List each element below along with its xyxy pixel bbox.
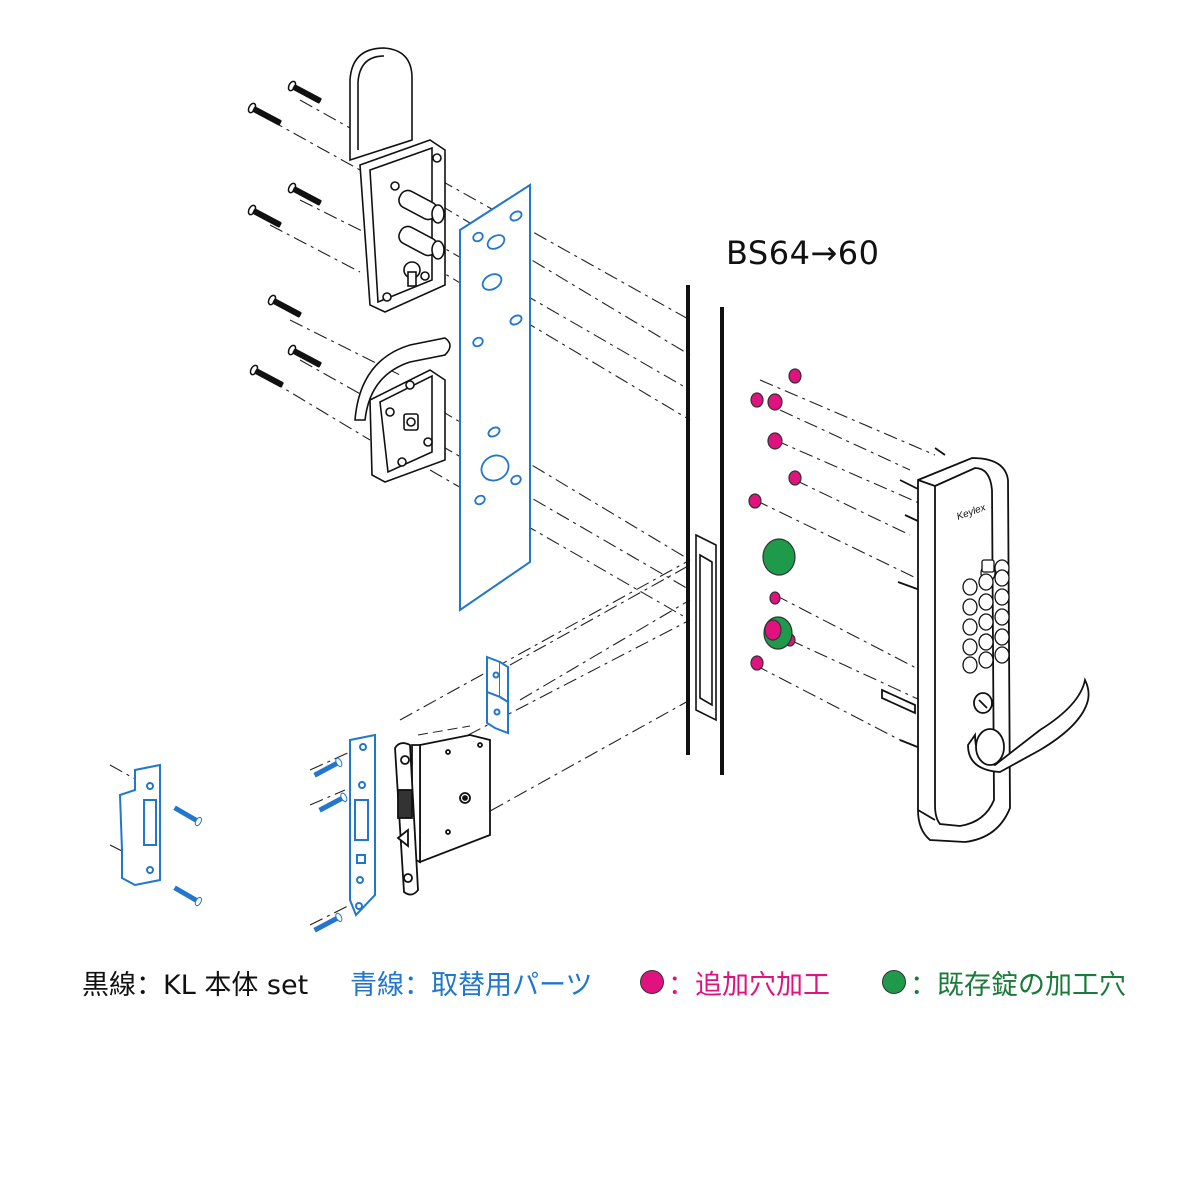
screw-icon <box>173 805 203 827</box>
mortise-lock-body <box>394 734 491 896</box>
keypad-buttons <box>962 559 1010 674</box>
screw-icon <box>173 885 203 907</box>
screw-icon <box>287 182 322 206</box>
screw-icon <box>313 757 343 778</box>
screw-icon <box>313 912 343 933</box>
screw-icon <box>267 294 302 318</box>
screw-icon <box>247 204 282 228</box>
door-frame-dashes <box>417 725 471 736</box>
existing-holes <box>762 538 796 650</box>
screw-icon <box>287 344 322 368</box>
faceplate-mortise-cutout <box>695 533 717 722</box>
legend-magenta-hole: ：追加穴加工 <box>640 962 830 1002</box>
legend-blue-line: 青線：取替用パーツ <box>350 962 592 1002</box>
screw-icon <box>247 102 282 126</box>
replacement-strike-plate <box>118 763 161 887</box>
legend-green-text: ：既存錠の加工穴 <box>910 969 1126 1001</box>
replacement-faceplate <box>349 733 376 917</box>
thumbturn-escutcheon <box>349 47 446 313</box>
legend-blue-text: 青線：取替用パーツ <box>350 969 593 1001</box>
door-section <box>686 285 724 775</box>
guide-lines <box>109 99 936 926</box>
inner-escutcheon <box>354 337 451 483</box>
backset-label: BS64→60 <box>726 234 880 272</box>
replacement-backplate <box>459 183 531 612</box>
legend-black-line: 黒線：KL 本体 set <box>82 962 308 1002</box>
screws-blue <box>173 757 348 933</box>
green-circle-icon <box>882 970 906 994</box>
screw-icon <box>287 80 322 104</box>
legend-green-hole: ：既存錠の加工穴 <box>882 962 1126 1002</box>
screw-icon <box>318 792 348 813</box>
additional-holes <box>748 368 802 671</box>
screw-icon <box>249 364 284 388</box>
keypad-lock-unit: Keylex <box>881 447 1090 843</box>
legend-magenta-text: ：追加穴加工 <box>668 969 830 1001</box>
replacement-spacer <box>486 655 509 735</box>
screws-black <box>247 80 322 388</box>
legend-black-text: 黒線：KL 本体 set <box>82 969 309 1001</box>
magenta-circle-icon <box>640 970 664 994</box>
